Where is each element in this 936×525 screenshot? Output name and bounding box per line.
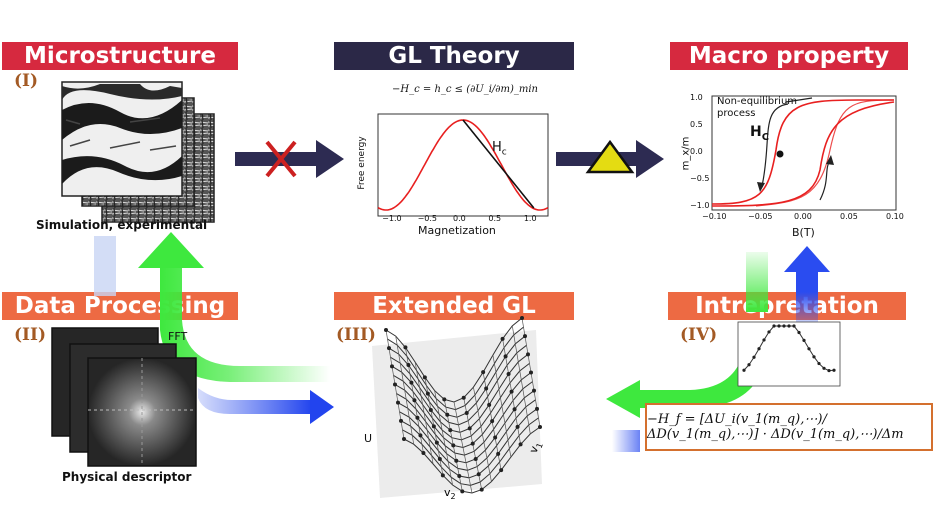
gl-xtick: −1.0 xyxy=(382,214,402,223)
ext-gl-ulabel: U xyxy=(364,432,373,445)
blocked-arrow xyxy=(235,140,344,178)
microstructure-banner: Microstructure xyxy=(2,42,238,70)
gl-xtick: 1.0 xyxy=(523,214,537,223)
gl-xtick: 0.0 xyxy=(453,214,466,223)
blue-forward-arrow xyxy=(198,388,334,424)
hf-equation: −H_f = [ΔU_i(v_1(m_q),⋯)/ΔD(v_1(m_q),⋯)]… xyxy=(645,403,933,451)
macro-xtick: 0.10 xyxy=(886,212,904,221)
gl-xlabel: Magnetization xyxy=(418,224,496,237)
fft-label: FFT xyxy=(168,330,188,343)
macro-xtick: 0.00 xyxy=(794,212,812,221)
label-i: (I) xyxy=(14,71,39,91)
gl-theory-banner: GL Theory xyxy=(334,42,574,70)
gl-chart xyxy=(377,113,549,217)
gl-xtick: −0.5 xyxy=(417,214,438,223)
macro-property-banner: Macro property xyxy=(670,42,908,70)
macro-ytick: −0.5 xyxy=(690,174,710,183)
interpretation-banner: Intrepretation xyxy=(668,292,906,320)
label-iv: (IV) xyxy=(680,325,718,345)
microstructure-images xyxy=(61,81,215,223)
label-iii: (III) xyxy=(336,325,376,345)
ext-gl-v2-label: v2 xyxy=(444,486,456,502)
gl-formula: −H_c = h_c ≤ (∂U_i/∂m)_min xyxy=(392,84,538,95)
extended-gl-surface xyxy=(372,316,542,498)
gl-xtick: 0.5 xyxy=(488,214,502,223)
green-feedback-arrow xyxy=(138,232,330,382)
macro-annotation-2: process xyxy=(717,108,756,119)
physical-descriptor-caption: Physical descriptor xyxy=(62,470,192,484)
macro-ytick: −1.0 xyxy=(690,201,710,210)
macro-xtick: −0.05 xyxy=(748,212,773,221)
macro-xtick: 0.05 xyxy=(840,212,858,221)
delta-arrow xyxy=(556,139,664,178)
macro-ytick: 0.5 xyxy=(690,120,703,129)
macro-ytick: 1.0 xyxy=(690,93,703,102)
green-down-arrow xyxy=(606,252,768,418)
data-processing-banner: Data Processing xyxy=(2,292,238,320)
gl-ylabel: Free energy xyxy=(357,136,367,190)
macro-xlabel: B(T) xyxy=(792,226,815,239)
interpretation-chart xyxy=(737,321,841,387)
blue-fade-left xyxy=(612,430,640,452)
macro-chart xyxy=(711,95,897,211)
blue-up-arrow xyxy=(784,246,830,328)
extended-gl-banner: Extended GL xyxy=(334,292,574,320)
label-ii: (II) xyxy=(14,325,46,345)
blue-fade-band xyxy=(94,236,116,296)
macro-annotation-1: Non-equilibrium xyxy=(717,96,798,107)
gl-hc-label: Hc xyxy=(492,140,507,158)
macro-ytick: 0.0 xyxy=(690,147,703,156)
simulation-caption: Simulation, experimental xyxy=(36,218,208,232)
fft-images xyxy=(51,327,197,467)
macro-xtick: −0.10 xyxy=(702,212,727,221)
macro-hc-label: HC xyxy=(750,124,770,143)
